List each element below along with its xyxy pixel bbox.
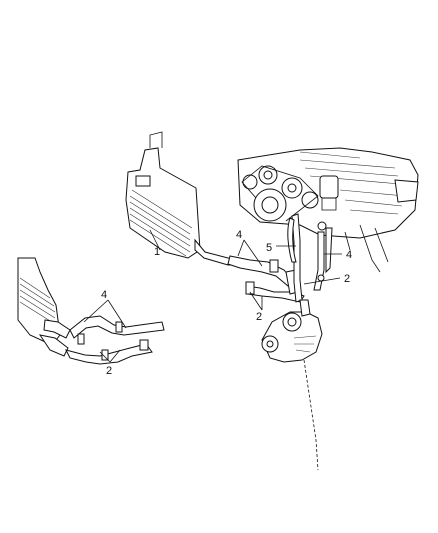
callout-4-right: 4 [346, 249, 352, 261]
cooler-assembly-1 [125, 131, 254, 266]
callout-4-left: 4 [101, 289, 107, 301]
callout-5: 5 [266, 242, 272, 254]
callout-1: 1 [154, 246, 160, 258]
callout-2-center: 2 [256, 311, 262, 323]
callout-2-left: 2 [106, 365, 112, 377]
hose-set-center [227, 255, 305, 303]
hose-set-left [65, 315, 165, 365]
engine-assembly [237, 147, 419, 273]
leader-lines [83, 229, 342, 363]
callout-2-right: 2 [344, 273, 350, 285]
pressure-lines [287, 213, 333, 303]
steering-gear [261, 299, 323, 471]
callout-4-upper: 4 [236, 229, 242, 241]
cooler-assembly-2 [17, 257, 71, 357]
